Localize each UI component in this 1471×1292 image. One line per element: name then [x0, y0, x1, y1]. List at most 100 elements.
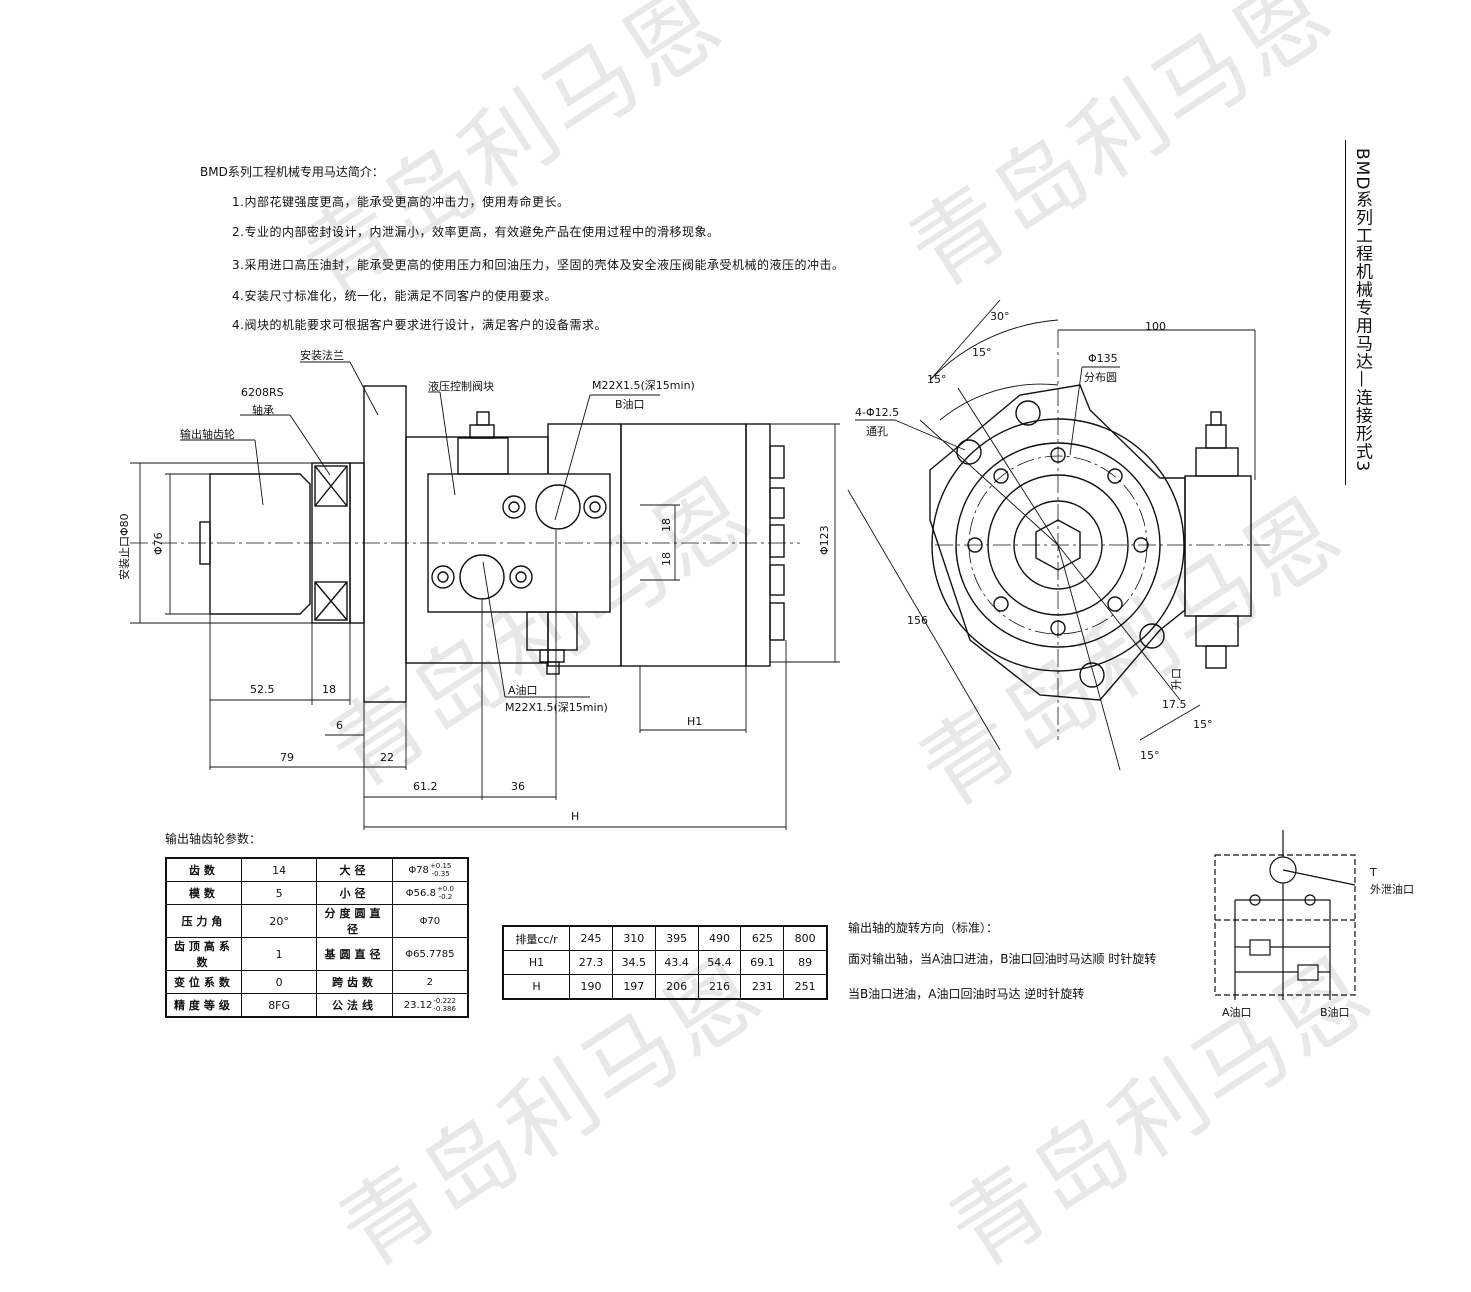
gear-table-cell: 5: [240, 881, 318, 905]
gear-table-cell: 压力角: [165, 904, 242, 938]
side-rule: [1345, 140, 1346, 485]
front-flange: [931, 418, 1185, 672]
displacement-cell: 54.4: [697, 950, 742, 975]
displacement-cell: 216: [697, 974, 742, 1000]
flange-label: 安装法兰: [300, 349, 344, 362]
bearing-label: 6208RS: [241, 386, 284, 399]
dim-angle-15d: 15°: [1140, 749, 1160, 762]
displacement-cell: 800: [783, 925, 828, 951]
dim-100: 100: [1145, 320, 1166, 333]
gear-table-cell: 基圆直径: [316, 937, 393, 971]
port-a-thread-label: M22X1.5(深15min): [505, 701, 608, 714]
gear-table-cell: 1: [240, 937, 318, 971]
displacement-cell: 69.1: [740, 950, 785, 975]
gear-table-cell: 模数: [165, 881, 242, 905]
intro-title: BMD系列工程机械专用马达简介：: [200, 165, 384, 179]
displacement-cell: 34.5: [611, 950, 656, 975]
dim-6: 6: [336, 719, 343, 732]
output-gear-label: 输出轴齿轮: [180, 428, 235, 441]
pcd-label: Φ135: [1088, 352, 1118, 365]
displacement-cell: 625: [740, 925, 785, 951]
displacement-cell: 251: [783, 974, 828, 1000]
dim-h: H: [571, 810, 580, 823]
dim-h1: H1: [687, 715, 703, 728]
displacement-cell: 27.3: [569, 950, 613, 975]
dim-angle-30: 30°: [990, 310, 1010, 323]
gear-table-value: 23.12-0.222-0.386: [391, 993, 469, 1018]
dim-18a: 18: [660, 518, 673, 532]
schematic-t: T: [1370, 866, 1377, 879]
displacement-cell: 43.4: [654, 950, 699, 975]
gear-table-cell: 14: [240, 857, 318, 882]
dim-61-2: 61.2: [413, 780, 438, 793]
gear-table-cell: 大径: [316, 857, 393, 882]
gear-table-value: Φ65.7785: [391, 937, 469, 971]
displacement-cell: 310: [611, 925, 656, 951]
schematic-box: [1214, 854, 1356, 996]
displacement-cell: 231: [740, 974, 785, 1000]
gear-table-value: Φ56.8+0.0-0.2: [391, 881, 469, 905]
output-gear-shape: [209, 473, 311, 615]
dim-22: 22: [380, 751, 394, 764]
rotation-title: 输出轴的旋转方向（标准）：: [848, 921, 999, 935]
gear-table-cell: 公法线: [316, 993, 393, 1018]
gear-table-cell: 8FG: [240, 993, 318, 1018]
dim-18b: 18: [660, 552, 673, 566]
gear-table-cell: 齿顶高系数: [165, 937, 242, 971]
gear-table-cell: 齿数: [165, 857, 242, 882]
dim-52-5: 52.5: [250, 683, 275, 696]
dim-17-5: 17.5: [1162, 698, 1187, 711]
gear-table-value: Φ70: [391, 904, 469, 938]
dim-d123: Φ123: [818, 525, 831, 555]
gear-table-value: Φ78+0.15-0.35: [391, 857, 469, 882]
dim-angle-15a: 15°: [972, 346, 992, 359]
displacement-cell: 197: [611, 974, 656, 1000]
intro-item: 1.内部花键强度更高，能承受更高的冲击力，使用寿命更长。: [232, 195, 570, 209]
gear-table-cell: 小径: [316, 881, 393, 905]
dim-angle-15b: 15°: [927, 373, 947, 386]
rotation-line-1: 面对输出轴，当A油口进油，B油口回油时马达顺 时针旋转: [848, 952, 1157, 966]
port-a-label: A油口: [508, 684, 538, 697]
port-b-thread-label: M22X1.5(深15min): [592, 379, 695, 392]
displacement-cell: 89: [783, 950, 828, 975]
gear-table-cell: 跨齿数: [316, 970, 393, 994]
schematic-port-b: B油口: [1320, 1006, 1350, 1019]
dim-156: 156: [907, 614, 928, 627]
dim-d76: Φ76: [152, 532, 165, 555]
gear-table-cell: 精度等级: [165, 993, 242, 1018]
schematic-port-a: A油口: [1222, 1006, 1252, 1019]
gear-table-title: 输出轴齿轮参数：: [165, 832, 262, 846]
intro-item: 3.采用进口高压油封，能承受更高的使用压力和回油压力，坚固的壳体及安全液压阀能承…: [232, 258, 845, 272]
bearing-label-2: 轴承: [252, 404, 274, 417]
motor-drawing: [130, 299, 1356, 1000]
displacement-cell: H: [502, 974, 571, 1000]
gear-table-cell: 0: [240, 970, 318, 994]
displacement-cell: 190: [569, 974, 613, 1000]
spigot-label: 安装止口Φ80: [118, 513, 131, 580]
displacement-cell: 排量cc/r: [502, 925, 571, 951]
schematic-drain: 外泄油口: [1370, 883, 1414, 896]
displacement-cell: 206: [654, 974, 699, 1000]
holes-label: 4-Φ12.5: [855, 406, 900, 419]
lift-label: 升口: [1170, 668, 1183, 690]
displacement-cell: H1: [502, 950, 571, 975]
intro-item: 4.阀块的机能要求可根据客户要求进行设计，满足客户的设备需求。: [232, 318, 607, 332]
side-title: BMD系列工程机械专用马达—连接形式3: [1352, 148, 1372, 473]
dim-angle-15c: 15°: [1193, 718, 1213, 731]
pcd-label-2: 分布圆: [1084, 371, 1117, 384]
gear-table-cell: 变位系数: [165, 970, 242, 994]
intro-item: 2.专业的内部密封设计，内泄漏小，效率更高，有效避免产品在使用过程中的滑移现象。: [232, 225, 720, 239]
displacement-cell: 395: [654, 925, 699, 951]
gear-table-cell: 20°: [240, 904, 318, 938]
dim-79: 79: [280, 751, 294, 764]
